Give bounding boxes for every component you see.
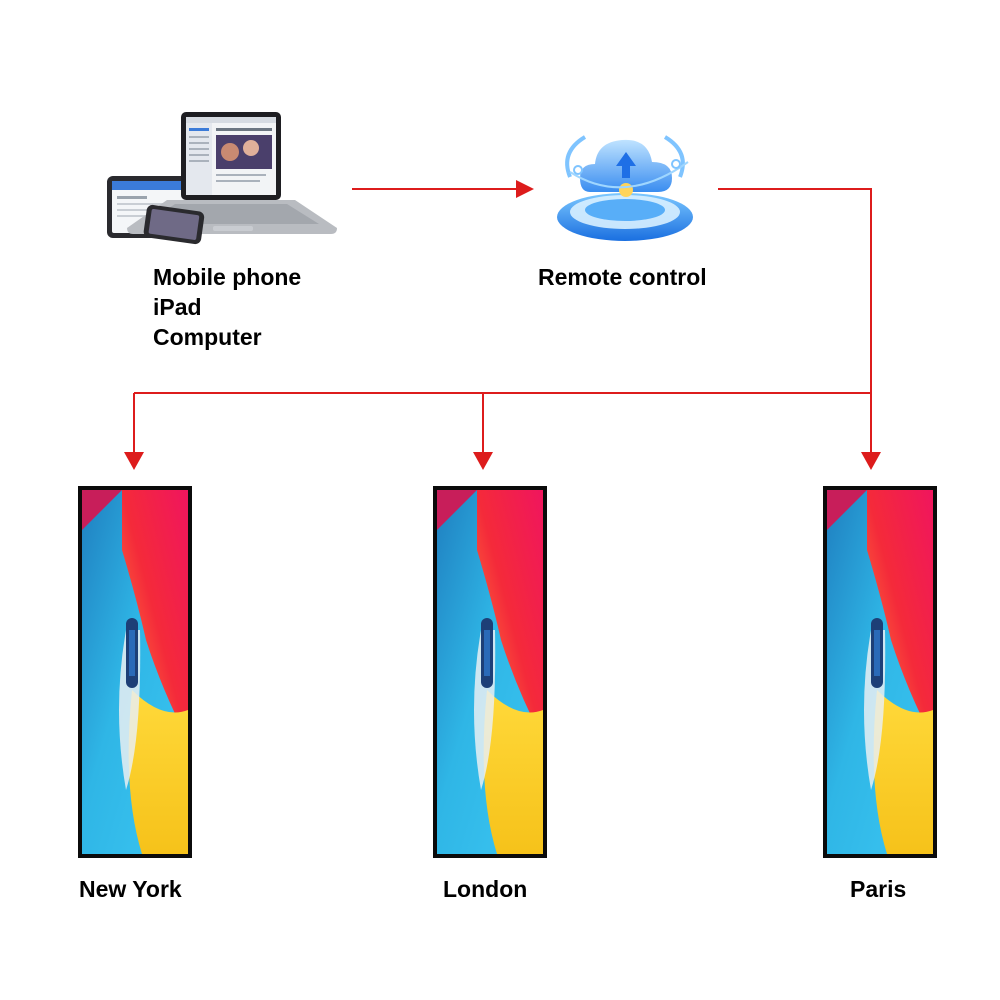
devices-icon <box>107 112 337 245</box>
arrowhead-london <box>473 452 493 470</box>
city-label-london: London <box>443 876 528 902</box>
display-screen-paris <box>823 486 937 858</box>
boat-artwork-screen <box>82 490 188 854</box>
boat-artwork-screen <box>437 490 543 854</box>
device-line: iPad <box>153 294 202 320</box>
boat-artwork-screen <box>827 490 933 854</box>
city-label-new-york: New York <box>79 876 182 902</box>
city-label-paris: Paris <box>850 876 907 902</box>
display-screen-new-york <box>78 486 192 858</box>
display-screen-london <box>433 486 547 858</box>
device-line: Computer <box>153 324 262 350</box>
remote-to-displays-line <box>718 188 872 458</box>
arrowhead-paris <box>861 452 881 470</box>
arrowhead-remote <box>516 180 534 198</box>
devices-label: Mobile phone iPad Computer <box>153 262 301 352</box>
cloud-upload-icon <box>557 135 693 241</box>
device-line: Mobile phone <box>153 264 302 290</box>
phone-icon <box>143 204 205 245</box>
remote-control-label: Remote control <box>538 264 707 290</box>
arrowhead-ny <box>124 452 144 470</box>
